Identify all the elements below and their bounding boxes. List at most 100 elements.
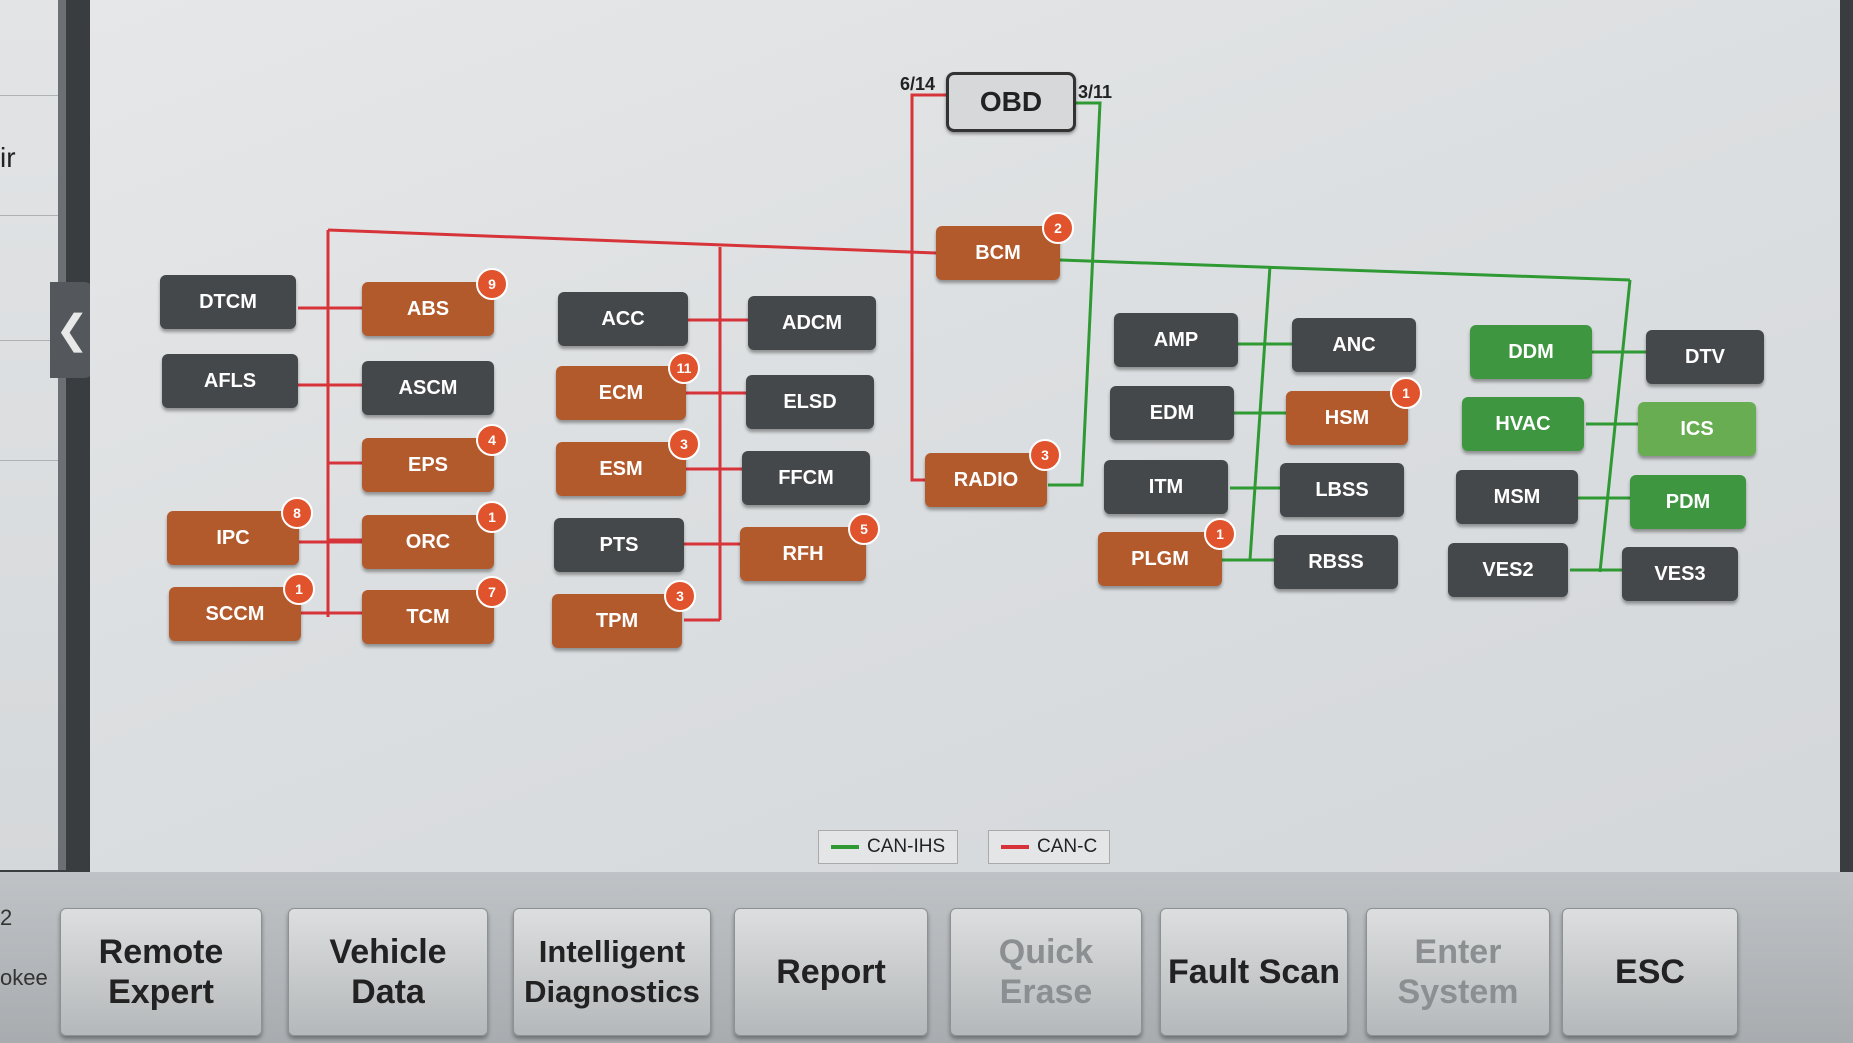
enter-system-button[interactable]: Enter System	[1366, 908, 1550, 1036]
module-label: TCM	[406, 605, 450, 628]
module-dtcm[interactable]: DTCM	[160, 275, 296, 329]
report-button[interactable]: Report	[734, 908, 928, 1036]
module-label: TPM	[595, 609, 639, 632]
module-label: AFLS	[203, 369, 257, 392]
module-ics[interactable]: ICS	[1638, 402, 1756, 456]
fault-count-badge: 1	[283, 573, 315, 605]
module-label: HSM	[1324, 406, 1370, 429]
legend-label: CAN-C	[1037, 836, 1098, 857]
legend-item-can-c: CAN-C	[988, 830, 1111, 864]
obd-pin-right: 3/11	[1078, 82, 1113, 102]
module-sccm[interactable]: SCCM 1	[169, 573, 315, 641]
module-label: ASCM	[398, 376, 458, 399]
fault-count-badge: 11	[668, 352, 700, 384]
obd-gateway[interactable]: OBD	[946, 72, 1076, 132]
module-label: AMP	[1153, 328, 1199, 351]
fault-count-badge: 8	[281, 497, 313, 529]
module-label: FFCM	[778, 466, 834, 489]
module-ffcm[interactable]: FFCM	[742, 451, 870, 505]
side-panel: ir	[0, 0, 66, 870]
sidebar-partial-text: okee	[0, 965, 48, 990]
module-amp[interactable]: AMP	[1114, 313, 1238, 367]
module-label: ADCM	[782, 311, 842, 334]
module-label: RBSS	[1308, 550, 1364, 573]
sidebar-partial-text: ir	[0, 142, 16, 173]
module-rbss[interactable]: RBSS	[1274, 535, 1398, 589]
module-tpm[interactable]: TPM 3	[552, 580, 696, 648]
remote-expert-button[interactable]: Remote Expert	[60, 908, 262, 1036]
module-label: ACC	[601, 307, 645, 330]
module-label: BCM	[975, 241, 1021, 264]
module-label: ANC	[1332, 333, 1376, 356]
module-ddm[interactable]: DDM	[1470, 325, 1592, 379]
module-edm[interactable]: EDM	[1110, 386, 1234, 440]
fault-count-badge: 1	[1204, 518, 1236, 550]
module-hvac[interactable]: HVAC	[1462, 397, 1584, 451]
module-plgm[interactable]: PLGM 1	[1098, 518, 1236, 586]
chevron-left-icon: ❮	[55, 308, 89, 352]
module-msm[interactable]: MSM	[1456, 470, 1578, 524]
sidebar-partial-text: 2	[0, 905, 13, 930]
module-label: VES3	[1654, 562, 1706, 585]
divider	[0, 460, 58, 461]
fault-count-badge: 1	[476, 501, 508, 533]
module-ves2[interactable]: VES2	[1448, 543, 1568, 597]
module-lbss[interactable]: LBSS	[1280, 463, 1404, 517]
module-acc[interactable]: ACC	[558, 292, 688, 346]
module-label: PTS	[599, 533, 639, 556]
divider	[0, 340, 58, 341]
module-adcm[interactable]: ADCM	[748, 296, 876, 350]
module-label: ESM	[599, 457, 643, 480]
intelligent-diagnostics-button[interactable]: Intelligent Diagnostics	[513, 908, 711, 1036]
fault-count-badge: 3	[668, 428, 700, 460]
module-rfh[interactable]: RFH 5	[740, 513, 880, 581]
obd-label: OBD	[979, 86, 1043, 117]
module-ascm[interactable]: ASCM	[362, 361, 494, 415]
module-label: SCCM	[205, 602, 265, 625]
module-label: DTV	[1685, 345, 1725, 368]
module-pdm[interactable]: PDM	[1630, 475, 1746, 529]
legend-label: CAN-IHS	[867, 836, 946, 857]
module-hsm[interactable]: HSM 1	[1286, 377, 1422, 445]
fault-count-badge: 1	[1390, 377, 1422, 409]
fault-count-badge: 5	[848, 513, 880, 545]
obd-pin-left: 6/14	[900, 74, 936, 94]
fault-count-badge: 3	[664, 580, 696, 612]
module-label: EDM	[1149, 401, 1195, 424]
module-ves3[interactable]: VES3	[1622, 547, 1738, 601]
module-label: HVAC	[1495, 412, 1551, 435]
fault-count-badge: 3	[1029, 439, 1061, 471]
module-label: RFH	[782, 542, 824, 565]
module-label: PLGM	[1131, 547, 1189, 570]
module-label: ICS	[1680, 417, 1714, 440]
fault-count-badge: 9	[476, 268, 508, 300]
module-itm[interactable]: ITM	[1104, 460, 1228, 514]
module-ecm[interactable]: ECM 11	[556, 352, 700, 420]
divider	[0, 95, 58, 96]
module-pts[interactable]: PTS	[554, 518, 684, 572]
quick-erase-button[interactable]: Quick Erase	[950, 908, 1142, 1036]
module-label: MSM	[1493, 485, 1541, 508]
module-afls[interactable]: AFLS	[162, 354, 298, 408]
module-label: ORC	[405, 530, 451, 553]
module-eps[interactable]: EPS 4	[362, 424, 508, 492]
module-elsd[interactable]: ELSD	[746, 375, 874, 429]
module-label: ECM	[598, 381, 644, 404]
module-label: EPS	[407, 453, 449, 476]
module-esm[interactable]: ESM 3	[556, 428, 700, 496]
module-orc[interactable]: ORC 1	[362, 501, 508, 569]
esc-button[interactable]: ESC	[1562, 908, 1738, 1036]
module-dtv[interactable]: DTV	[1646, 330, 1764, 384]
module-label: VES2	[1482, 558, 1534, 581]
fault-scan-button[interactable]: Fault Scan	[1160, 908, 1348, 1036]
vehicle-data-button[interactable]: Vehicle Data	[288, 908, 488, 1036]
module-anc[interactable]: ANC	[1292, 318, 1416, 372]
fault-count-badge: 4	[476, 424, 508, 456]
collapse-panel-button[interactable]: ❮	[50, 282, 94, 378]
module-label: DTCM	[199, 290, 257, 313]
